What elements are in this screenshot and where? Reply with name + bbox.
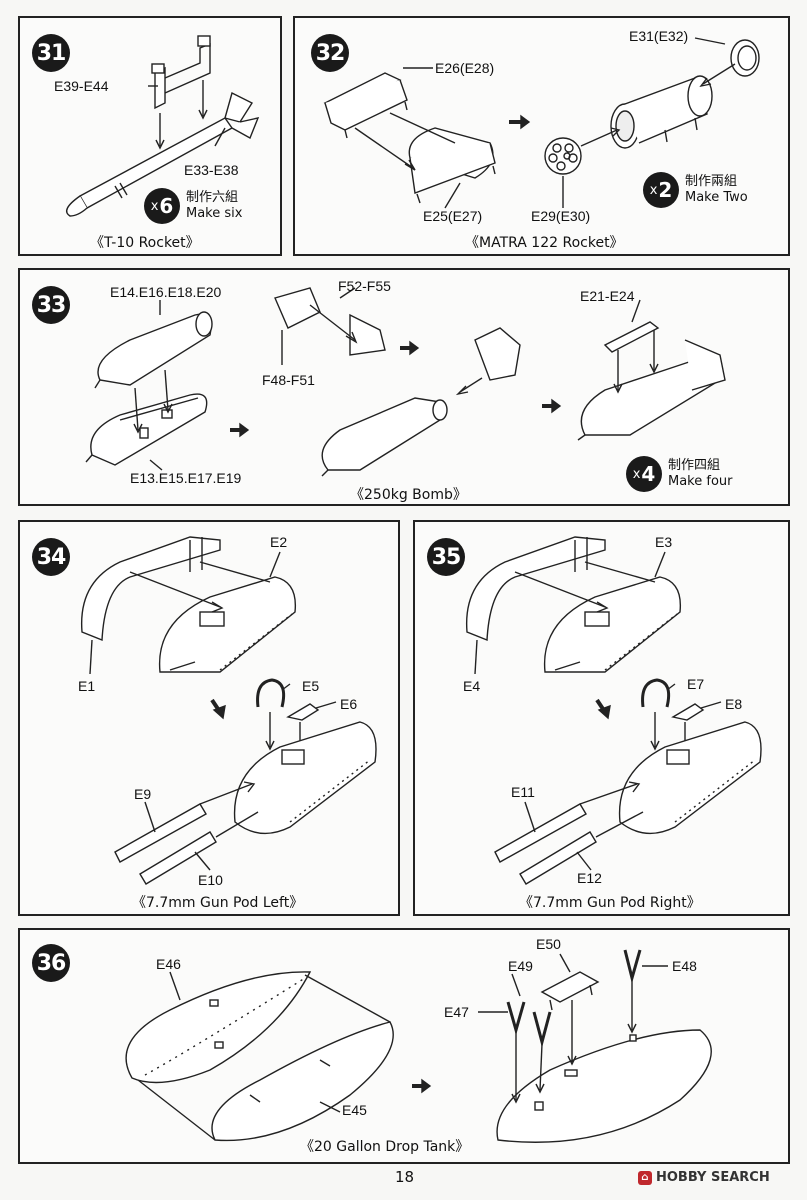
part-label-e31-e32: E31(E32) xyxy=(629,28,689,44)
step-32-panel: 32 E26(E28) E31(E32) E25(E27) E29(E30) x… xyxy=(293,16,790,256)
watermark-text: HOBBY SEARCH xyxy=(656,1170,770,1185)
multiplier-en: Make four xyxy=(668,474,733,489)
part-label-e3: E3 xyxy=(655,534,673,550)
part-label-e50: E50 xyxy=(536,936,561,952)
part-label-e26-e28: E26(E28) xyxy=(435,60,495,76)
step-33-caption: 《250kg Bomb》 xyxy=(350,487,467,503)
step-35-caption: 《7.7mm Gun Pod Right》 xyxy=(519,895,701,911)
part-label-e11: E11 xyxy=(511,784,535,800)
part-label-e48: E48 xyxy=(672,958,697,974)
part-label-e47: E47 xyxy=(444,1004,469,1020)
gun-pod-right-illustration xyxy=(465,536,762,885)
multiplier-zh: 制作兩組 xyxy=(685,174,738,189)
part-label-e9: E9 xyxy=(134,786,152,802)
step-number-32: 32 xyxy=(311,34,349,72)
part-label-e33-e38: E33-E38 xyxy=(184,162,239,178)
part-label-e29-e30: E29(E30) xyxy=(531,208,591,224)
step-31-caption: 《T-10 Rocket》 xyxy=(90,235,200,251)
matra-rocket-illustration xyxy=(323,37,760,209)
part-label-e5: E5 xyxy=(302,678,320,694)
step-number-35: 35 xyxy=(427,538,465,576)
multiplier-zh: 制作六組 xyxy=(186,190,239,205)
step-number-36: 36 xyxy=(32,944,70,982)
part-label-e12: E12 xyxy=(577,870,602,886)
250kg-bomb-illustration xyxy=(85,287,726,477)
step-number-34: 34 xyxy=(32,538,70,576)
t10-rocket-illustration xyxy=(66,35,260,217)
step-32-caption: 《MATRA 122 Rocket》 xyxy=(465,235,624,251)
step-34-panel: 34 E2 E1 E5 E6 E9 E10 《7.7mm Gun Pod Lef… xyxy=(18,520,400,916)
part-label-e25-e27: E25(E27) xyxy=(423,208,483,224)
step-number-33: 33 xyxy=(32,286,70,324)
part-label-e46: E46 xyxy=(156,956,181,972)
part-label-f48-f51: F48-F51 xyxy=(262,372,315,388)
part-label-e7: E7 xyxy=(687,676,705,692)
watermark: ⌂ HOBBY SEARCH xyxy=(638,1170,770,1185)
step-36-panel: 36 E46 E45 E50 E49 E48 E47 《20 Gallon Dr… xyxy=(18,928,790,1164)
multiplier-en: Make Two xyxy=(685,190,748,205)
part-label-e39-e44: E39-E44 xyxy=(54,78,109,94)
part-label-e45: E45 xyxy=(342,1102,367,1118)
part-label-f52-f55: F52-F55 xyxy=(338,278,391,294)
step-number-31: 31 xyxy=(32,34,70,72)
step-34-caption: 《7.7mm Gun Pod Left》 xyxy=(132,895,304,911)
gun-pod-left-illustration xyxy=(80,536,377,885)
drop-tank-illustration xyxy=(125,949,712,1143)
part-label-e49: E49 xyxy=(508,958,533,974)
part-label-e2: E2 xyxy=(270,534,288,550)
part-label-e1: E1 xyxy=(78,678,96,694)
step-36-caption: 《20 Gallon Drop Tank》 xyxy=(300,1139,470,1155)
part-label-e4: E4 xyxy=(463,678,481,694)
part-label-e10: E10 xyxy=(198,872,223,888)
multiplier-en: Make six xyxy=(186,206,243,221)
step-33-panel: 33 E14.E16.E18.E20 F52-F55 F48-F51 E21-E… xyxy=(18,268,790,506)
part-label-e8: E8 xyxy=(725,696,743,712)
page-number: 18 xyxy=(395,1168,415,1186)
part-label-e21-e24: E21-E24 xyxy=(580,288,635,304)
part-label-e6: E6 xyxy=(340,696,358,712)
multiplier-zh: 制作四組 xyxy=(668,458,721,473)
step-35-panel: 35 E3 E4 E7 E8 E11 E12 《7.7mm Gun Pod Ri… xyxy=(413,520,790,916)
part-label-e14-e20: E14.E16.E18.E20 xyxy=(110,284,222,300)
hobby-search-logo-icon: ⌂ xyxy=(638,1170,652,1185)
part-label-e13-e19: E13.E15.E17.E19 xyxy=(130,470,242,486)
